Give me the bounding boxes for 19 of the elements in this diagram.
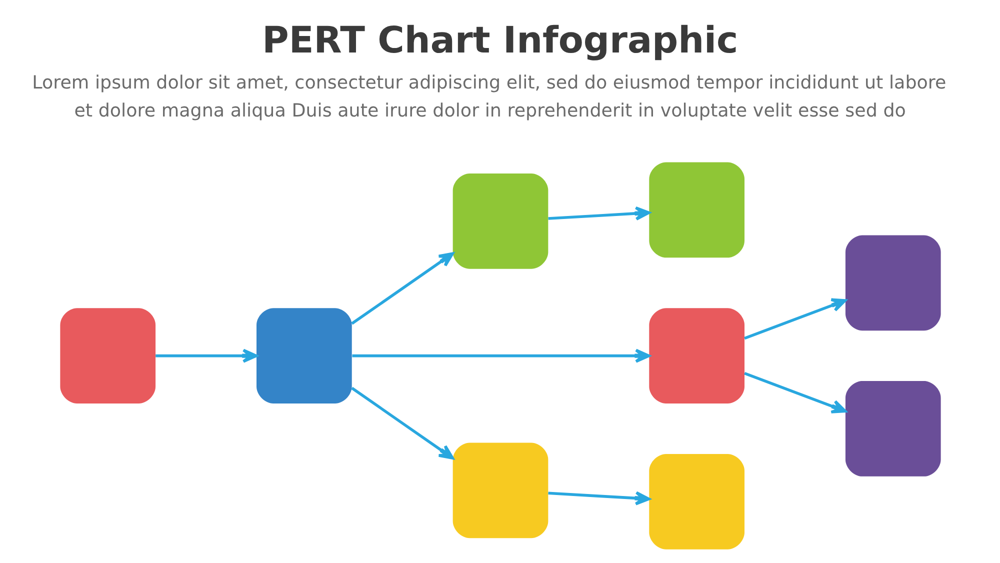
diagram-title: PERT Chart Infographic bbox=[262, 18, 738, 62]
caption: Lorem ipsum dolor sit amet, consectetur adipiscing elit, sed do eiusmod tempor incididunt ut labore et dolore magna aliqua Duis aute irure dolor in reprehenderit in voluptate velit esse sed do bbox=[32, 72, 946, 122]
arrow bbox=[350, 386, 454, 460]
arrow bbox=[744, 298, 846, 340]
node-box bbox=[256, 308, 352, 404]
arrow bbox=[352, 348, 650, 363]
node-box bbox=[844, 235, 940, 331]
arrow bbox=[548, 206, 650, 220]
node-box bbox=[648, 162, 744, 258]
node-box bbox=[452, 174, 548, 269]
arrow bbox=[548, 491, 650, 506]
node-box bbox=[452, 442, 548, 538]
node-box bbox=[844, 381, 940, 476]
arrow bbox=[744, 372, 846, 414]
arrow bbox=[155, 348, 258, 363]
node-box bbox=[60, 308, 156, 404]
node-box bbox=[648, 454, 744, 550]
node-box bbox=[648, 308, 744, 404]
arrow bbox=[350, 252, 454, 325]
